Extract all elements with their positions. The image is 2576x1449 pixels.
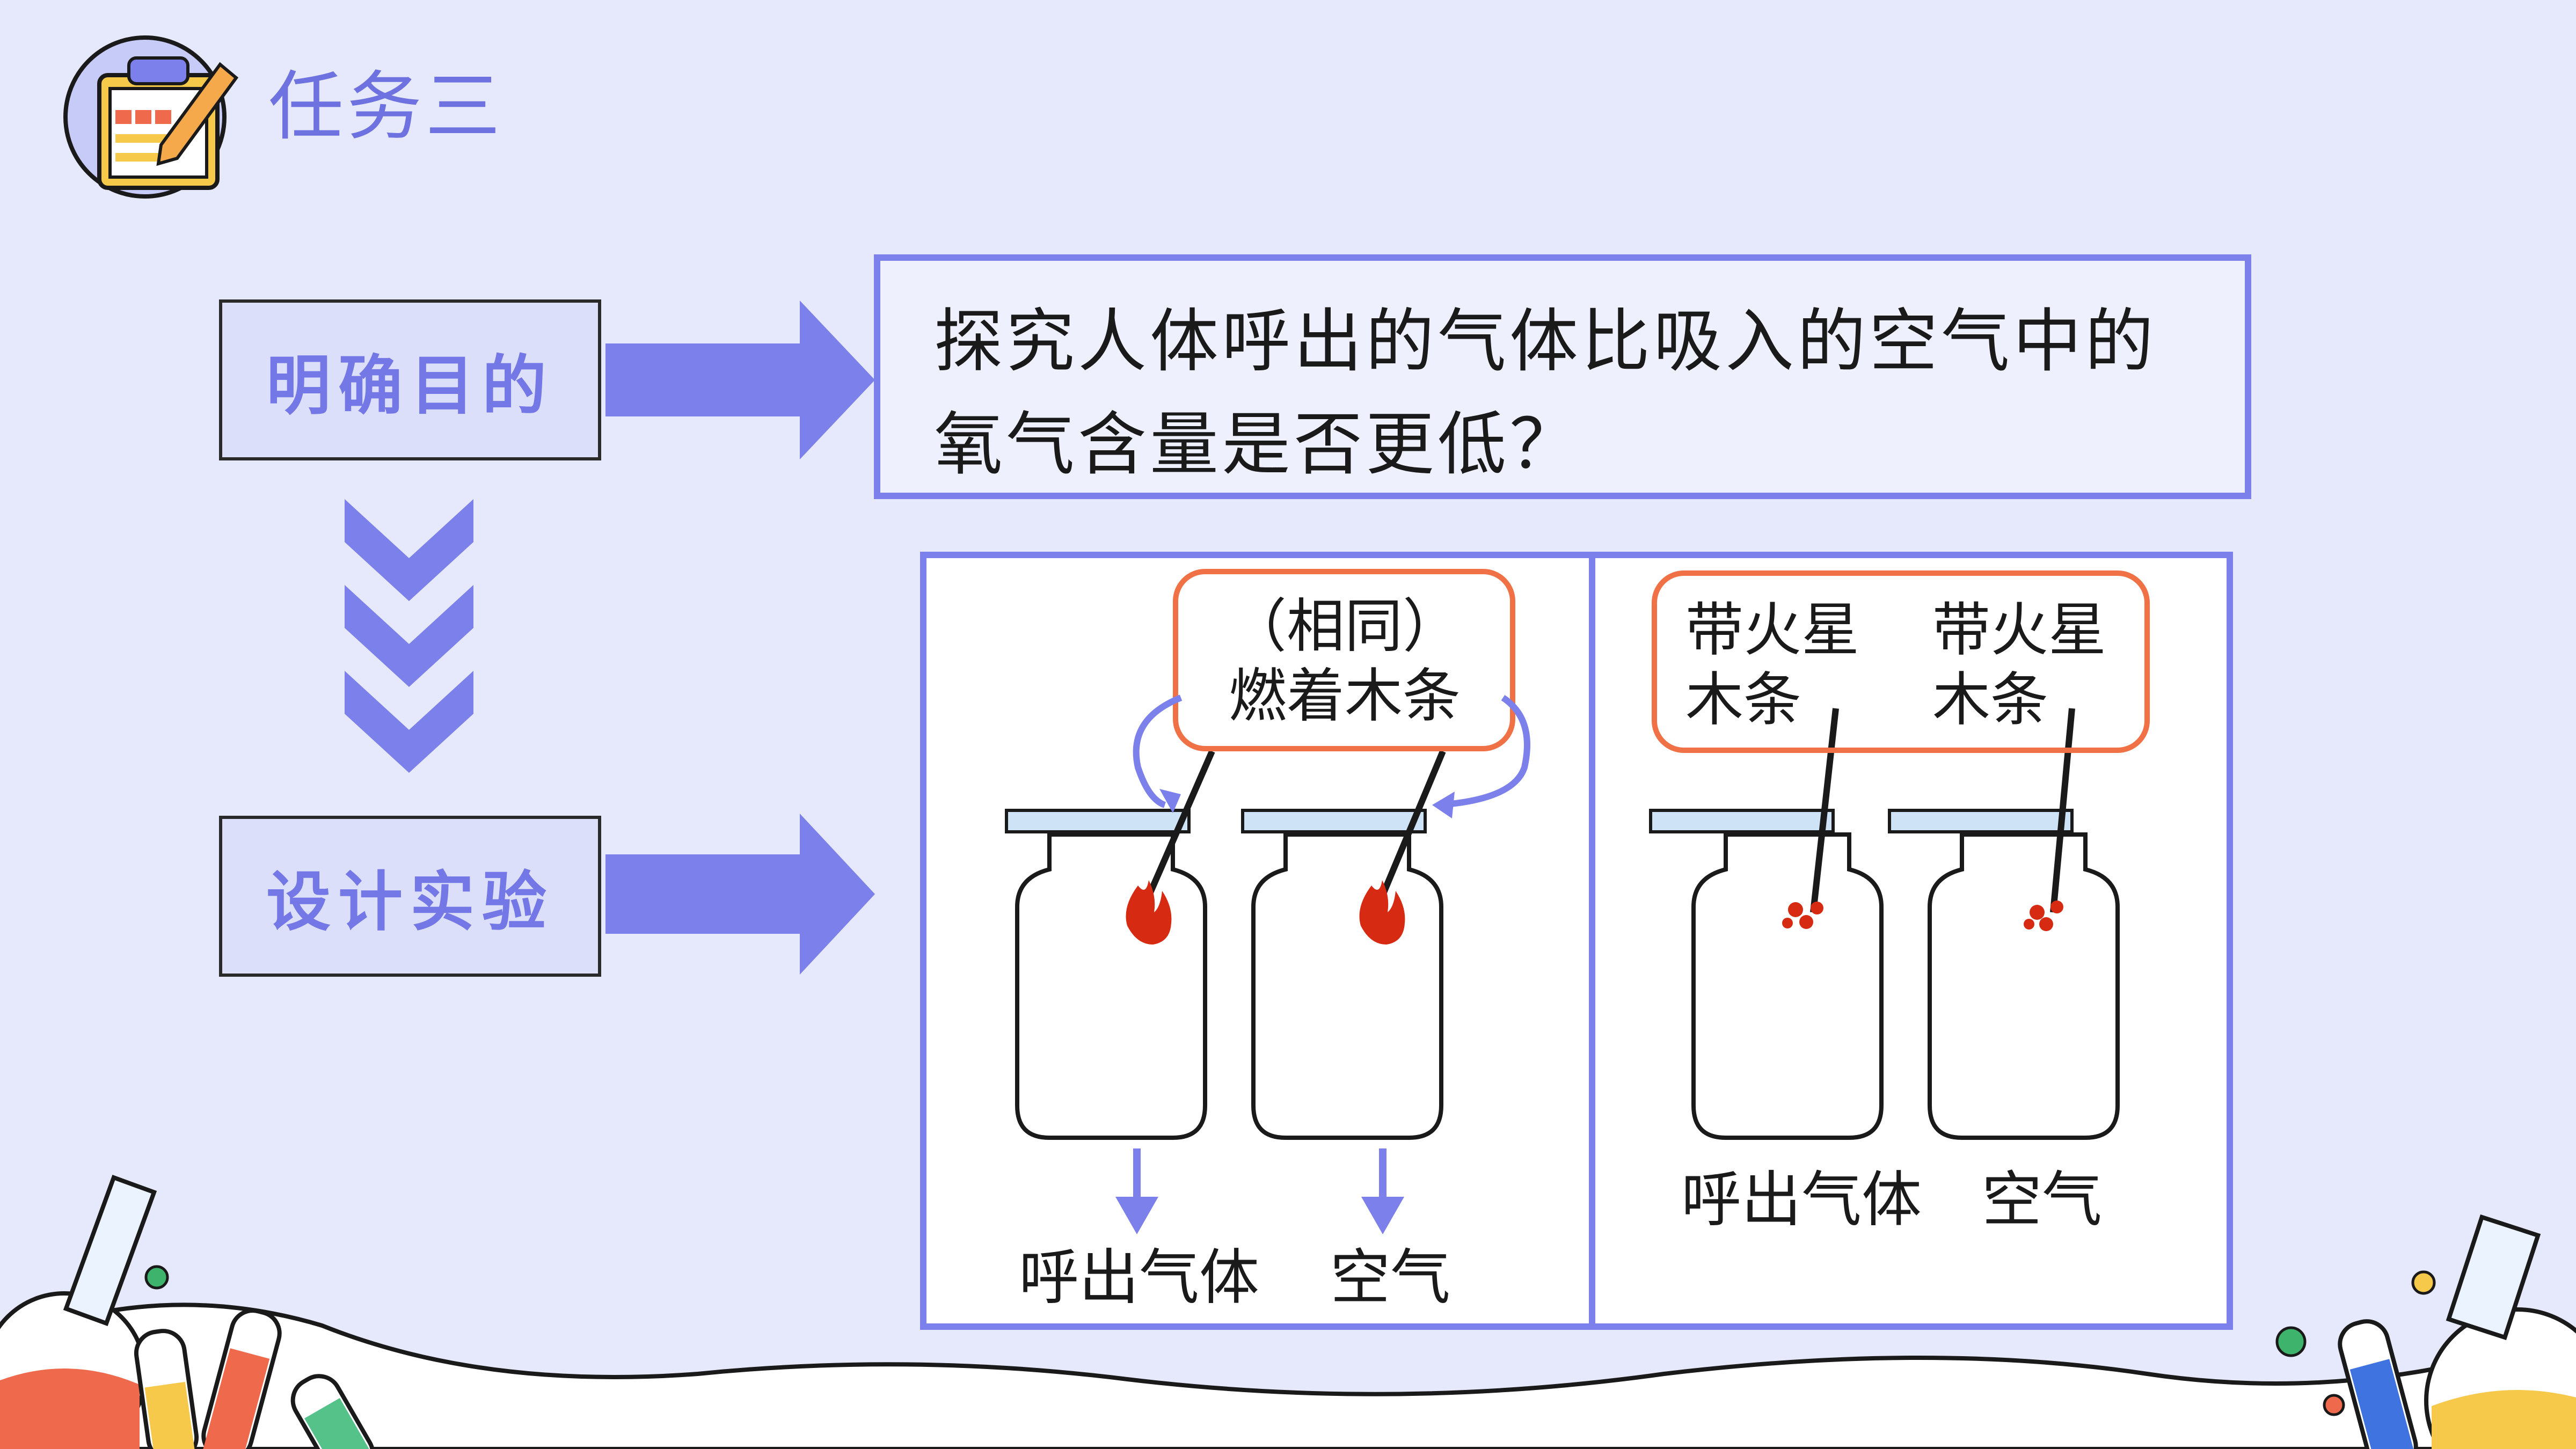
glowing-ember-icon <box>2024 901 2063 931</box>
callout-glowing-right-text: 带火星 木条 <box>1932 596 2106 735</box>
callout-glowing-right-line-2: 木条 <box>1932 667 2049 734</box>
test-tube-green-icon <box>290 1374 377 1449</box>
page-title: 任务三 <box>268 63 504 151</box>
arrow-down-icon <box>1115 1148 1158 1234</box>
test-tube-orange-icon <box>201 1308 282 1449</box>
bottle-air-burning <box>1241 809 1443 1140</box>
arrow-down-icon <box>1361 1148 1404 1234</box>
test-tube-blue-icon <box>2338 1319 2418 1449</box>
step-design-experiment: 设计实验 <box>219 816 601 977</box>
chevron-down-icon <box>345 499 473 773</box>
glowing-ember-icon <box>1782 902 1823 929</box>
callout-glowing <box>1652 570 2150 753</box>
purpose-line-2: 氧气含量是否更低？ <box>934 405 1582 485</box>
label-air-2: 空气 <box>1982 1165 2102 1235</box>
bottle-exhaled-burning <box>1005 809 1207 1140</box>
test-tube-yellow-icon <box>134 1329 199 1449</box>
label-exhaled-gas-2: 呼出气体 <box>1681 1165 1922 1235</box>
bottle-exhaled-glowing <box>1649 809 1884 1140</box>
callout-glowing-left-text: 带火星 木条 <box>1685 596 1859 735</box>
curved-arrow-icon <box>1133 694 1183 808</box>
purpose-box: 探究人体呼出的气体比吸入的空气中的 氧气含量是否更低？ <box>874 254 2251 499</box>
callout-burning-text: （相同） 燃着木条 <box>1181 592 1508 731</box>
arrow-right-icon <box>605 814 875 975</box>
flask-left-icon <box>0 1175 157 1449</box>
callout-glowing-left-line-1: 带火星 <box>1685 597 1860 664</box>
callout-burning-line-1: （相同） <box>1228 593 1461 660</box>
curved-arrow-icon <box>1438 695 1530 808</box>
step-define-purpose: 明确目的 <box>219 299 601 460</box>
step-design-experiment-label: 设计实验 <box>266 865 554 940</box>
flame-icon <box>1359 880 1405 945</box>
callout-burning <box>1173 569 1515 751</box>
step-define-purpose-label: 明确目的 <box>266 349 554 423</box>
label-air-1: 空气 <box>1330 1243 1450 1313</box>
flask-right-icon <box>2424 1214 2576 1449</box>
label-exhaled-gas-1: 呼出气体 <box>1019 1243 1259 1313</box>
callout-glowing-right-line-1: 带火星 <box>1932 597 2107 664</box>
bottle-air-glowing <box>1888 809 2120 1140</box>
callout-glowing-left-line-2: 木条 <box>1685 667 1802 734</box>
flame-icon <box>1126 880 1172 945</box>
arrow-right-icon <box>605 301 875 459</box>
bottom-hills <box>0 1302 2576 1449</box>
purpose-line-1: 探究人体呼出的气体比吸入的空气中的 <box>934 302 2157 382</box>
callout-burning-line-2: 燃着木条 <box>1228 663 1461 730</box>
